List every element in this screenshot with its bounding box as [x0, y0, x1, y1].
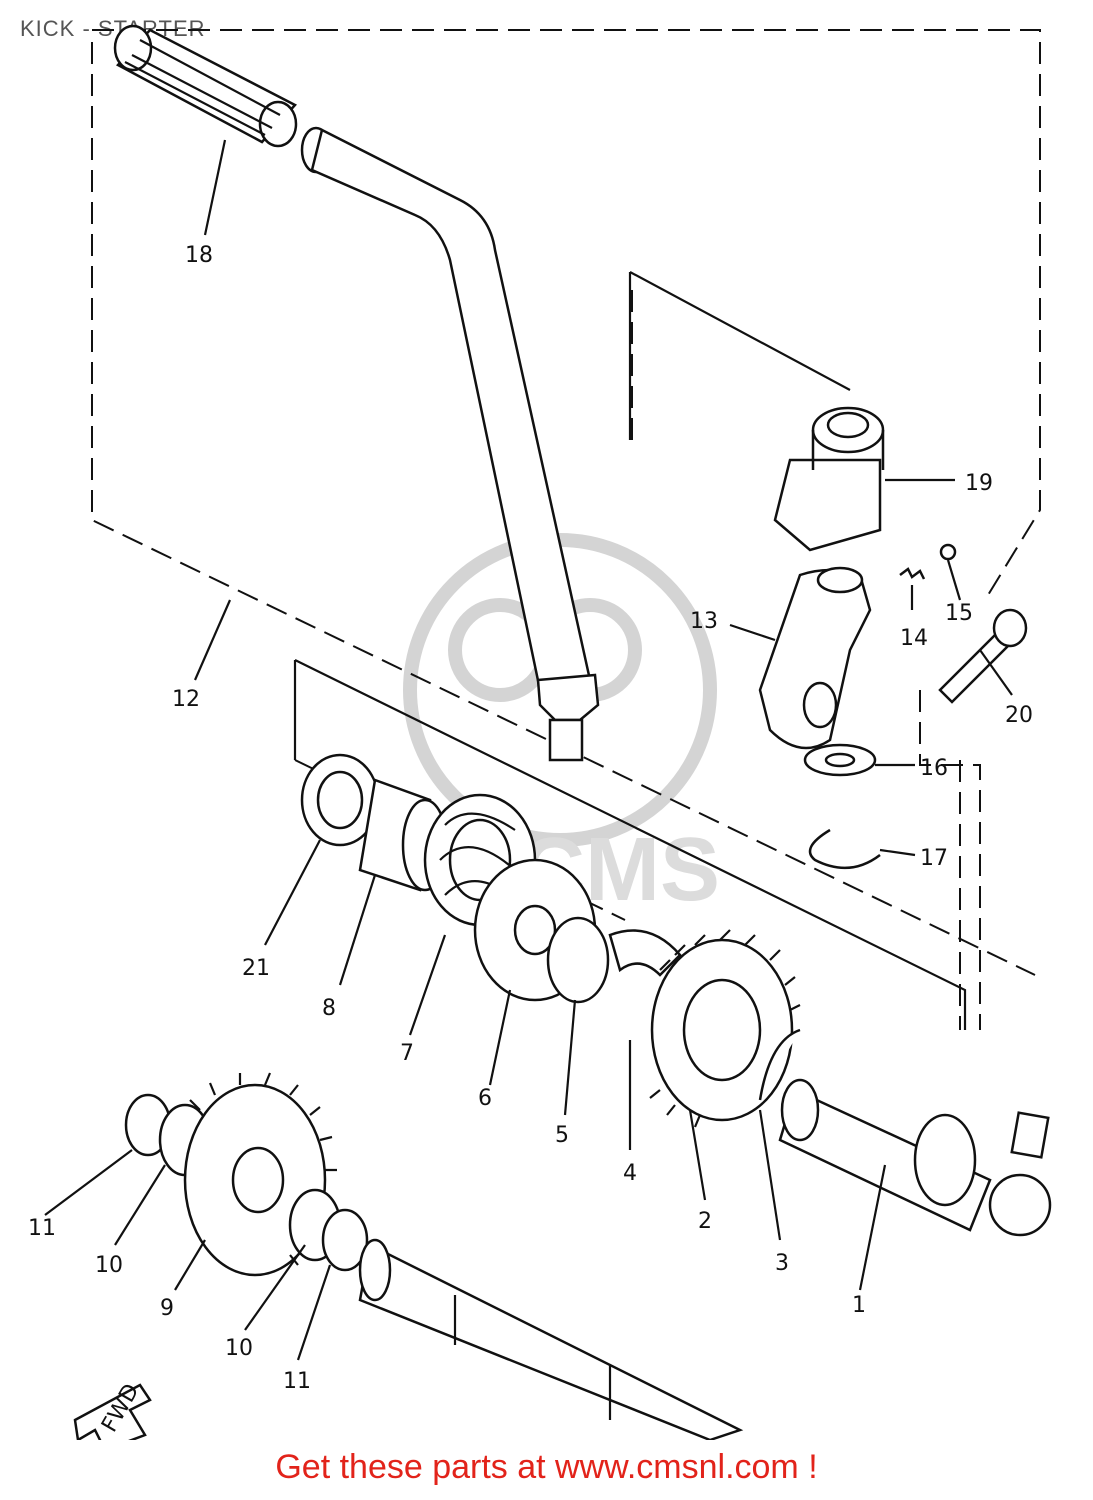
- callout-17: 17: [920, 846, 948, 871]
- callout-20: 20: [1005, 703, 1033, 728]
- assembly-outlines: [91, 29, 1041, 1030]
- callout-4: 4: [623, 1161, 637, 1186]
- page-title: KICK - STARTER: [20, 16, 206, 41]
- callout-2: 2: [698, 1209, 712, 1234]
- callout-19: 19: [965, 471, 993, 496]
- main-shaft: [358, 1238, 744, 1440]
- kick-crank-arm: [300, 126, 600, 762]
- callout-14: 14: [900, 626, 928, 651]
- callout-9: 9: [160, 1296, 174, 1321]
- forward-arrow: FWD: [73, 1380, 152, 1440]
- callout-1: 1: [852, 1293, 866, 1318]
- callout-21: 21: [242, 956, 270, 981]
- callout-7: 7: [400, 1041, 414, 1066]
- callout-3: 3: [775, 1251, 789, 1276]
- kick-gear: [649, 929, 801, 1128]
- leader-lines: [44, 139, 1013, 1361]
- exploded-parts-diagram: CMS: [28, 24, 1052, 1440]
- washer-circlip: [803, 743, 881, 870]
- callout-18: 18: [185, 243, 213, 268]
- kick-boss: [773, 406, 885, 552]
- footer-link[interactable]: Get these parts at www.cmsnl.com !: [275, 1448, 818, 1486]
- kick-pedal-rubber: [113, 24, 298, 148]
- callout-10-upper: 10: [95, 1253, 123, 1278]
- callout-12: 12: [172, 687, 200, 712]
- kick-shaft-assembly: [300, 753, 682, 1004]
- callout-10-lower: 10: [225, 1336, 253, 1361]
- pivot-arm: [758, 566, 872, 750]
- callout-15: 15: [945, 601, 973, 626]
- callout-8: 8: [322, 996, 336, 1021]
- callout-16: 16: [920, 756, 948, 781]
- callout-labels: 18 19 13 14 15 20 12 16 17 21 8 7 6 5 4 …: [28, 243, 1033, 1394]
- kick-axle: [778, 1078, 1052, 1237]
- callout-6: 6: [478, 1086, 492, 1111]
- idle-gear-cluster: [124, 1072, 369, 1277]
- callout-13: 13: [690, 609, 718, 634]
- callout-5: 5: [555, 1123, 569, 1148]
- callout-11-upper: 11: [28, 1216, 56, 1241]
- callout-11-lower: 11: [283, 1369, 311, 1394]
